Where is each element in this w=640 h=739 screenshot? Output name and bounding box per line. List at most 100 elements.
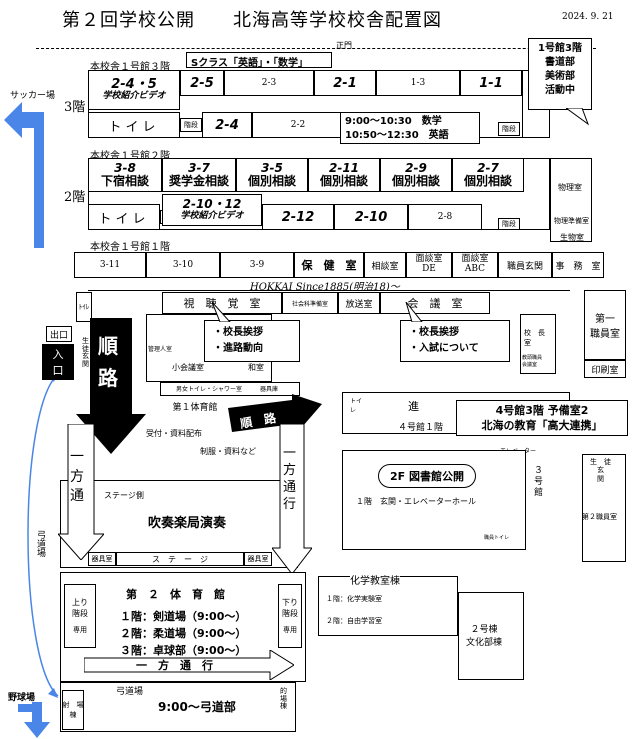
room-2-4-5-num: 2-4・5 <box>111 76 157 92</box>
b1-f3-stairs-left: 階段 <box>180 118 202 132</box>
b4-toilet: トイレ <box>350 398 363 414</box>
hokkai-text: HOKKAI Since1885(明治18)〜 <box>250 282 400 293</box>
room-3-7-num: 3-7 <box>188 160 210 175</box>
kyudo-event: 9:00〜弓道部 <box>158 700 236 714</box>
room-1-1: 1-1 <box>460 70 522 96</box>
principal-room-label: 校 長 室 <box>524 329 545 347</box>
interview-room-abc: 面談室 ABC <box>452 252 498 278</box>
building3-right <box>582 454 626 562</box>
gym2-event-1: １階：剣道場（9:00〜） <box>120 610 247 623</box>
gym2-event-2: ２階：柔道場（9:00〜） <box>120 627 247 640</box>
room-2-9-act: 個別相談 <box>391 174 440 188</box>
staff-entrance: 職員玄関 <box>498 252 552 278</box>
oneway-arrow-left <box>58 424 104 560</box>
goods-label: 制服・資料など <box>200 447 256 456</box>
b3-student-entrance: 生 徒 玄 関 <box>590 458 611 483</box>
b1-f2-toilet: トイレ <box>88 204 160 230</box>
room-2-3: 2-3 <box>224 70 314 96</box>
b1-f1-label: 本校舎１号館１階 <box>90 242 170 253</box>
oneway-left-label: 一 方 通 <box>70 449 84 505</box>
biology-room: 生物室 <box>560 233 584 242</box>
room-2-2: 2-2 <box>252 112 344 138</box>
broadcast-room: 放送室 <box>338 292 380 314</box>
meeting-room: 会 議 室 <box>380 292 490 314</box>
baseball-field-label: 野球場 <box>8 693 36 703</box>
room-2-7-act: 個別相談 <box>463 174 512 188</box>
gym2-down-stairs-label: 下り 階段 <box>282 598 298 618</box>
date-label: 2024. 9. 21 <box>562 12 614 22</box>
gym1-shower: 男女トイレ・シャワー室 <box>176 386 243 393</box>
gym1-equipment: 器具庫 <box>260 386 279 393</box>
kyudo-outline <box>60 682 296 732</box>
bunka-label: ２号棟 文化部棟 <box>466 625 503 648</box>
kyudo-sha: 射 場 棟 <box>62 690 84 730</box>
caretaker-room: 管理人室 <box>148 346 173 353</box>
library-open: 2F 図書館公開 <box>378 464 476 488</box>
room-3-11: 3-11 <box>74 252 146 278</box>
room-2-10: 2-10 <box>334 204 408 230</box>
gym2-up-stairs: 上り 階段 専用 <box>64 584 96 648</box>
gym2-oneway-label: 一 方 通 行 <box>136 659 213 672</box>
floor-2-label: 2階 <box>64 190 86 205</box>
room-2-8: 2-8 <box>408 204 482 230</box>
consult-room: 相談室 <box>364 252 406 278</box>
kyudo-label: 弓道場 <box>116 687 144 697</box>
room-3-5: 3-5 個別相談 <box>236 158 308 192</box>
room-3-8-num: 3-8 <box>114 160 136 175</box>
room-2-7-num: 2-7 <box>477 160 499 175</box>
gate-label: 正門 <box>336 41 352 50</box>
gym2-down-stairs: 下り 階段 専用 <box>278 584 302 648</box>
room-2-11-num: 2-11 <box>328 160 360 175</box>
b4-label: ４号館１階 <box>398 423 444 433</box>
room-1-3: 1-3 <box>376 70 460 96</box>
gym2-label: 第 ２ 体 育 館 <box>126 588 225 601</box>
gym2-up-stairs-label: 上り 階段 <box>72 598 88 618</box>
building3-label: ３ 号 館 <box>534 466 544 498</box>
room-2-9: 2-9 個別相談 <box>380 158 452 192</box>
social-prep-room: 社会科準備室 <box>282 292 338 314</box>
entrance-label: 入 口 <box>42 344 74 380</box>
staff-room-2: 第２職員室 <box>582 513 617 521</box>
room-3-10: 3-10 <box>146 252 220 278</box>
b4-shin: 進 <box>408 400 419 413</box>
gym2-oneway-arrow <box>84 650 294 680</box>
room-3-8: 3-8 下宿相談 <box>88 158 162 192</box>
room-2-4-5-sub: 学校紹介ビデオ <box>102 91 166 102</box>
health-room: 保 健 室 <box>294 252 364 278</box>
floor-3-label: 3階 <box>64 100 86 115</box>
callout-principal-1-tail <box>212 302 231 322</box>
b1-f3-label: 本校舎１号館３階 <box>90 62 170 73</box>
room-2-9-num: 2-9 <box>405 160 427 175</box>
physics-room: 物理室 <box>558 183 582 192</box>
room-3-5-num: 3-5 <box>261 160 283 175</box>
room-2-4: 2-4 <box>202 112 252 138</box>
reception-label: 受付・資料配布 <box>146 429 202 438</box>
stage-side-label: ステージ側 <box>104 491 144 500</box>
japanese-room: 和室 <box>248 363 264 372</box>
callout-principal-2-tail <box>405 302 423 322</box>
soccer-field-label: サッカー場 <box>10 91 56 101</box>
b1-f2-label: 本校舎１号館２階 <box>90 151 170 162</box>
room-3-8-act: 下宿相談 <box>100 174 149 188</box>
stage: ス テ ー ジ <box>116 552 244 566</box>
callout-b4-f3: 4号館3階 予備室2 北海の教育「高大連携」 <box>456 400 628 436</box>
exit-label: 出口 <box>46 326 72 342</box>
chem-f2: ２階：自由学習室 <box>326 617 382 625</box>
b1-f2-right-block <box>550 158 592 242</box>
room-2-4-5: 2-4・5 学校紹介ビデオ <box>88 70 180 110</box>
student-entrance: 生 徒 玄 関 <box>82 337 89 369</box>
office: 事 務 室 <box>552 252 604 278</box>
room-2-5: 2-5 <box>180 70 224 96</box>
principal-room <box>520 314 556 374</box>
b1-f1-toilet: ﾄｲﾚ <box>76 292 92 322</box>
callout-principal-2: ・校長挨拶 ・入試について <box>400 320 510 362</box>
room-3-7-act: 奨学金相談 <box>168 174 229 188</box>
b4-hall: １階 玄関・エレベーターホール <box>356 497 476 506</box>
room-3-7: 3-7 奨学金相談 <box>162 158 236 192</box>
av-room: 視 聴 覚 室 <box>162 292 282 314</box>
room-3-5-act: 個別相談 <box>247 174 296 188</box>
room-2-11-act: 個別相談 <box>319 174 368 188</box>
gym2-event-3: ３階：卓球部（9:00〜） <box>120 644 247 657</box>
route-arrow-down <box>76 318 146 454</box>
equipment-room-right: 器具室 <box>244 552 272 566</box>
